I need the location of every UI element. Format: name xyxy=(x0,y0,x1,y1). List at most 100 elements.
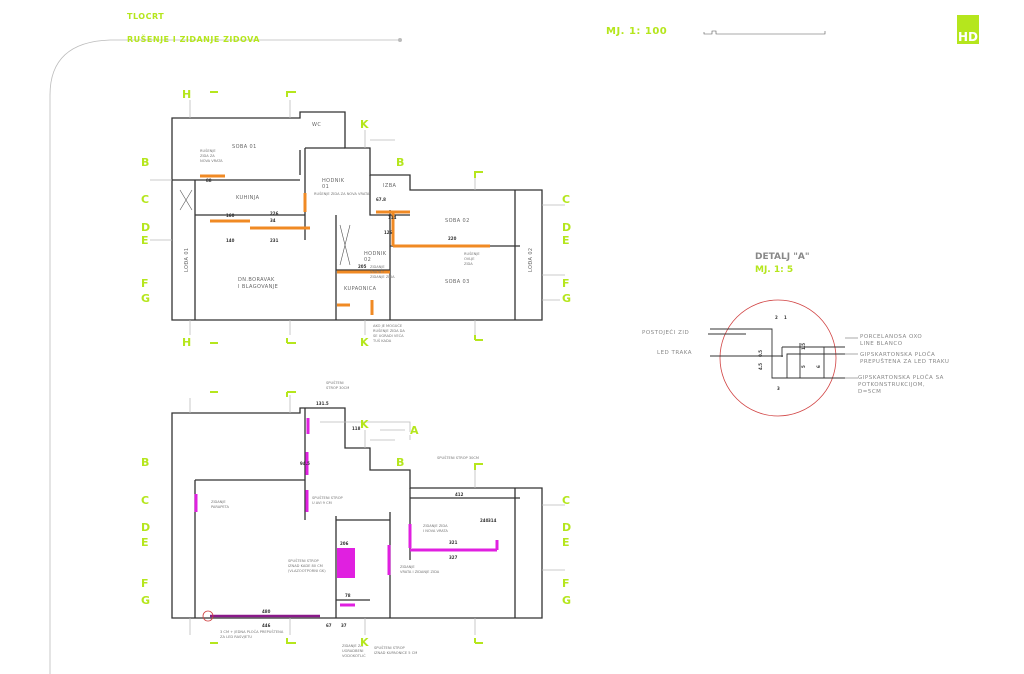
dimension: 34 xyxy=(270,218,276,223)
section-mark-k: K xyxy=(360,636,369,649)
room-label: DN.BORAVAK xyxy=(238,277,275,283)
section-mark-b: B xyxy=(141,156,149,169)
dimension: 0.5 xyxy=(758,350,763,357)
note: AKO JE MOGUĆE xyxy=(373,323,403,328)
dimension: 226 xyxy=(270,211,279,216)
dimension: 6 xyxy=(816,365,821,368)
dimension: 412 xyxy=(455,492,464,497)
section-mark-h: H xyxy=(182,88,191,101)
sheet-subtitle: RUŠENJE I ZIDANJE ZIDOVA xyxy=(127,33,260,44)
note: ZIDANJE ZIDA xyxy=(423,524,448,528)
room-label: KUPAONICA xyxy=(344,286,377,292)
dimension: 126 xyxy=(384,230,393,235)
note: STROP 30CM xyxy=(326,386,349,390)
detail-label: LED TRAKA xyxy=(657,350,692,356)
room-label: HODNIK xyxy=(322,178,345,184)
dimension: 327 xyxy=(449,555,458,560)
note: SPUŠTENI STROP xyxy=(374,645,406,650)
section-mark-c: C xyxy=(562,193,570,206)
dimension: 321 xyxy=(449,540,458,545)
note: VODOKOTLIĆ xyxy=(342,653,366,658)
note: 3 CM + JEDNA PLOČA PREPUŠTENA xyxy=(220,629,284,634)
section-mark-f: F xyxy=(141,277,149,290)
section-mark-k: K xyxy=(360,336,369,349)
section-mark-e: E xyxy=(141,234,149,247)
detail-label: GIPSKARTONSKA PLOČA SA xyxy=(858,374,944,381)
dimension: 231 xyxy=(270,238,279,243)
dimension: 2 xyxy=(775,315,778,320)
section-mark-d: D xyxy=(562,221,571,234)
room-label: HODNIK xyxy=(364,251,387,257)
dimension: 314 xyxy=(488,518,497,523)
dimension: 4.5 xyxy=(758,363,763,370)
note: ZIDA ZA xyxy=(200,154,215,158)
note: ZIDANJE ZIDA xyxy=(370,275,395,279)
note: TUŠ KADA xyxy=(372,338,392,343)
room-label: LOĐA 01 xyxy=(184,247,190,272)
section-mark-f: F xyxy=(562,577,570,590)
section-mark-c: C xyxy=(562,494,570,507)
detail-label: D=5CM xyxy=(858,389,881,395)
section-mark-f: F xyxy=(141,577,149,590)
scale-label: MJ. 1: 100 xyxy=(606,26,667,37)
section-mark-g: G xyxy=(141,594,150,607)
note: ZIDANJE xyxy=(211,500,226,504)
note: IZNAD KADE 80 CM xyxy=(288,564,323,568)
detail-label: PREPUŠTENA ZA LED TRAKU xyxy=(860,358,949,365)
detail-title: DETALJ "A" xyxy=(755,252,810,262)
note: I NOVA VRATA xyxy=(423,529,448,533)
detail-scale: MJ. 1: 5 xyxy=(755,265,793,275)
note: RUŠENJE ZIDA DA xyxy=(373,328,405,333)
logo: HD xyxy=(957,15,979,44)
note: NOVA VRATA xyxy=(200,159,223,163)
section-mark-c: C xyxy=(141,193,149,206)
detail-a: DETALJ "A" MJ. 1: 5 POSTOJEĆI ZID LED TR… xyxy=(642,252,949,417)
room-label: LOĐA 02 xyxy=(528,247,534,272)
note: ZIDA xyxy=(464,262,473,266)
section-mark-f: F xyxy=(562,277,570,290)
note: U AVI 9 CM xyxy=(312,501,332,505)
note: RUŠENJE ZIDA ZA NOVA VRATA xyxy=(314,191,370,196)
section-marks: B C D E F G B C D E F G H H K K B C D E … xyxy=(141,88,571,649)
section-mark-h: H xyxy=(182,336,191,349)
section-mark-e: E xyxy=(562,536,570,549)
lower-floor-plan: SPUŠTENI STROP 30CM SPUŠTENI STROP 30CM … xyxy=(171,380,565,658)
dimension: 3 xyxy=(777,386,780,391)
section-mark-g: G xyxy=(562,594,571,607)
room-label: IZBA xyxy=(383,183,397,189)
note: PARAPETA xyxy=(211,505,230,509)
section-mark-e: E xyxy=(562,234,570,247)
dimension: 131.5 xyxy=(316,401,329,406)
section-mark-k: K xyxy=(360,418,369,431)
section-mark-c: C xyxy=(141,494,149,507)
detail-circle xyxy=(719,299,837,417)
dimension: 94.5 xyxy=(300,461,310,466)
note: SPUŠTENI STROP xyxy=(288,558,320,563)
note: ZA LED RASVJETU xyxy=(220,635,252,639)
scale-bar xyxy=(703,30,826,35)
dimension: 205 xyxy=(358,264,367,269)
room-label: WC xyxy=(312,122,321,128)
dimension: 220 xyxy=(448,236,457,241)
sheet-title: TLOCRT xyxy=(127,12,164,21)
dimension: 67.8 xyxy=(376,197,386,202)
section-mark-d: D xyxy=(141,221,150,234)
dimension: 78 xyxy=(345,593,351,598)
upper-floor-plan: SOBA 01 KUHINJA DN.BORAVAK I BLAGOVANJE … xyxy=(150,100,565,343)
logo-text: HD xyxy=(958,30,978,44)
note: ZIDANJE xyxy=(400,565,415,569)
built-wall-block xyxy=(337,548,355,578)
note: (VLAZOOTPORNI GK) xyxy=(288,569,326,573)
dimension: 240 xyxy=(480,518,489,523)
dimension: 88 xyxy=(206,178,212,183)
detail-label: POTKONSTRUKCIJOM, xyxy=(858,382,925,388)
section-mark-b: B xyxy=(141,456,149,469)
note: SPUŠTENI xyxy=(326,380,344,385)
sheet-border xyxy=(49,39,400,674)
section-mark-g: G xyxy=(141,292,150,305)
note: IZNAD KUPAONICE 5 CM xyxy=(374,651,417,655)
dimension: 5 xyxy=(801,365,806,368)
detail-a-marker[interactable] xyxy=(202,610,214,622)
note: RUŠENJE xyxy=(464,251,480,256)
